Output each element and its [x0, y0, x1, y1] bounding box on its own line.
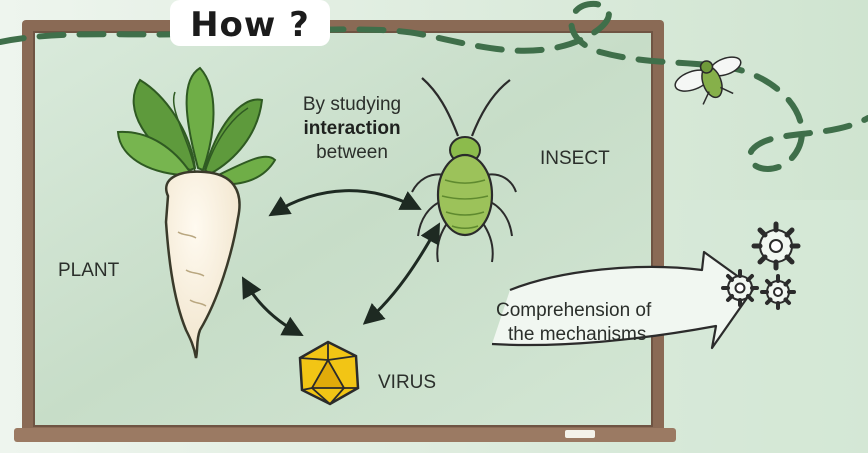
- virus-label: VIRUS: [378, 372, 436, 393]
- chalk-piece: [565, 430, 595, 438]
- center-text-line3: between: [316, 142, 388, 163]
- insect-label: INSECT: [540, 148, 610, 169]
- center-text-line2: interaction: [303, 118, 400, 139]
- gear-icon-right: [762, 276, 794, 308]
- center-text-line1: By studying: [303, 94, 401, 115]
- title: How ?: [190, 5, 310, 45]
- outcome-text-line2: the mechanisms: [508, 324, 646, 345]
- gear-icon-large: [754, 224, 798, 268]
- plant-label: PLANT: [58, 260, 120, 281]
- title-banner: How ?: [170, 0, 330, 46]
- outcome-text-line1: Comprehension of: [496, 300, 652, 321]
- gear-icon-left: [723, 271, 757, 305]
